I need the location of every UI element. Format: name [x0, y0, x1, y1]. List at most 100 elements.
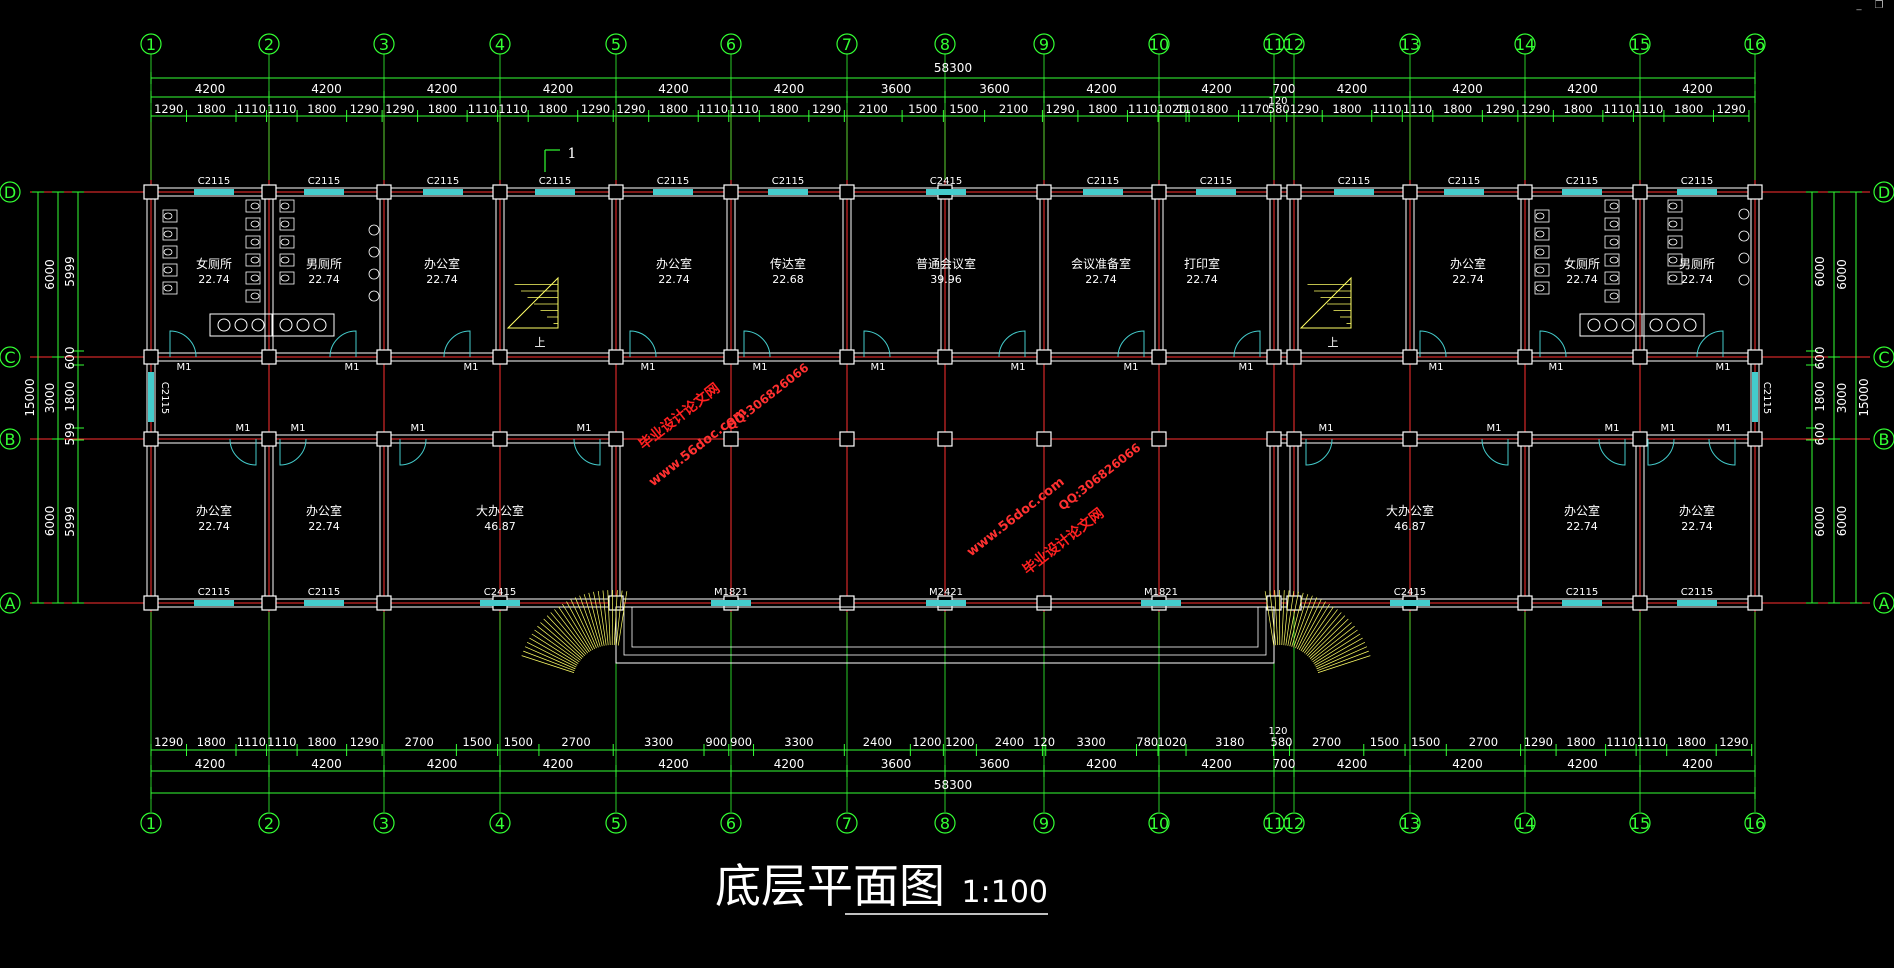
dimension-text: 2700	[405, 735, 434, 749]
window	[1083, 189, 1123, 195]
axis-bubble-label: 5	[611, 814, 621, 833]
room-area: 22.74	[198, 520, 230, 533]
dimension-text: 600	[63, 347, 77, 370]
dimension-text: 1290	[581, 102, 610, 116]
dimension-text: 4200	[1201, 757, 1232, 771]
column	[608, 184, 624, 200]
column	[1286, 595, 1302, 611]
dimension-text: 3000	[43, 383, 57, 414]
room-area: 22.74	[1186, 273, 1218, 286]
window-label: C2115	[1566, 587, 1598, 598]
dimension-text: 1110	[498, 102, 527, 116]
dimension-text: 4200	[311, 757, 342, 771]
column	[1266, 349, 1282, 365]
window	[1334, 189, 1374, 195]
dimension-text: 1800	[307, 102, 336, 116]
ramp-fan	[540, 622, 583, 659]
dimension-text: 3300	[784, 735, 813, 749]
axis-bubble-label: 16	[1745, 35, 1765, 54]
column	[839, 349, 855, 365]
dimension-text: 1110	[1128, 102, 1157, 116]
window	[304, 189, 344, 195]
axis-bubble	[0, 428, 21, 450]
restore-icon[interactable]: ❐	[1874, 0, 1884, 11]
window	[194, 189, 234, 195]
window-label: C2115	[198, 587, 230, 598]
dimension-text: 4200	[543, 757, 574, 771]
column	[261, 431, 277, 447]
basin-bowl	[1604, 318, 1618, 332]
dimension-text: 1500	[908, 102, 937, 116]
dimension-text: 120	[1268, 726, 1287, 737]
toilet-bowl	[1668, 202, 1678, 210]
toilet-bowl	[1535, 212, 1545, 220]
dimension-text: 1500	[504, 735, 533, 749]
drawing-title: 底层平面图	[715, 859, 945, 913]
column	[376, 431, 392, 447]
dimension-text: 1200	[945, 735, 974, 749]
ramp-fan	[537, 625, 581, 661]
axis-bubble-label: C	[1878, 348, 1889, 367]
toilet-stall	[162, 209, 178, 223]
axis-bubble-label: 1	[146, 35, 156, 54]
toilet-stall	[1534, 245, 1550, 259]
dimension-text: 1110	[1634, 102, 1663, 116]
door-label: M1	[1716, 362, 1731, 373]
column	[1036, 349, 1052, 365]
dimension-text: 1800	[1199, 102, 1228, 116]
toilet-bowl	[250, 220, 260, 228]
basin-bowl	[313, 318, 327, 332]
door-label: M1	[1717, 423, 1732, 434]
room-name: 办公室	[1679, 503, 1715, 518]
axis-bubble-label: 11	[1264, 35, 1284, 54]
ramp-fan	[1300, 603, 1330, 652]
door-swing	[1419, 330, 1447, 358]
dimension-text: 1800	[1332, 102, 1361, 116]
dimension-text: 6000	[43, 259, 57, 290]
dimension-text: 1290	[1524, 735, 1553, 749]
axis-bubble-label: 3	[379, 35, 389, 54]
toilet-bowl	[163, 284, 173, 292]
column	[1632, 349, 1648, 365]
door-swing	[1481, 438, 1509, 466]
toilet-bowl	[250, 238, 260, 246]
toilet-bowl	[1609, 202, 1619, 210]
dimension-text: 4200	[1337, 82, 1368, 96]
ramp-fan	[521, 655, 575, 673]
ramp-fan	[1308, 618, 1349, 658]
window-label: C2115	[1681, 587, 1713, 598]
dimension-text: 1290	[1290, 102, 1319, 116]
column	[1266, 184, 1282, 200]
column	[492, 349, 508, 365]
window-label: C2115	[308, 587, 340, 598]
door-label: M1	[345, 362, 360, 373]
dimension-text: 1110	[729, 102, 758, 116]
dimension-text: 3600	[979, 82, 1010, 96]
dimension-text: 4200	[658, 757, 689, 771]
toilet-stall	[1667, 253, 1683, 267]
column	[1632, 431, 1648, 447]
toilet-stall	[279, 199, 295, 213]
window-label: C2415	[930, 176, 962, 187]
column	[1747, 349, 1763, 365]
ramp-fan	[1287, 591, 1299, 646]
minimize-icon[interactable]: _	[1856, 0, 1862, 11]
axis-bubble-label: 7	[842, 814, 852, 833]
axis-bubble-label: 9	[1039, 35, 1049, 54]
column	[937, 349, 953, 365]
dimension-text: 1110	[1372, 102, 1401, 116]
dimension-text: 1290	[1521, 102, 1550, 116]
toilet-stall	[279, 253, 295, 267]
ramp-fan	[588, 592, 603, 647]
window	[1390, 600, 1430, 606]
dimension-text: 1800	[428, 102, 457, 116]
dimension-text: 1110	[267, 102, 296, 116]
dimension-text: 1020	[1157, 735, 1186, 749]
toilet-stall	[1604, 253, 1620, 267]
room-name: 女厕所	[1564, 256, 1600, 271]
urinal	[368, 224, 380, 236]
ramp-fan	[562, 603, 592, 652]
axis-bubble-label: 2	[264, 35, 274, 54]
dimension-text: 900	[705, 735, 727, 749]
